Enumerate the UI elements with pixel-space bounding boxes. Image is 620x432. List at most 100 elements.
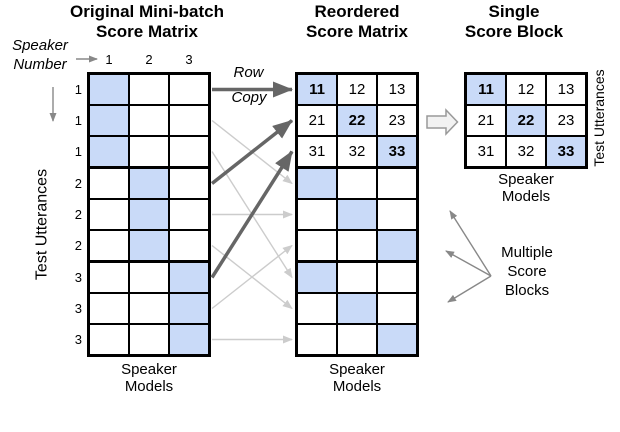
speaker-models-line: Models <box>332 378 382 395</box>
cell: 13 <box>378 75 416 104</box>
test-utterances-label-right: Test Utterances <box>591 69 607 167</box>
matrix-row <box>90 231 208 260</box>
cell <box>170 200 208 229</box>
cell <box>170 106 208 135</box>
cell <box>130 325 168 354</box>
title-line: Score Block <box>464 22 564 41</box>
highlighted-cell <box>170 263 208 292</box>
cell: 31 <box>467 137 505 166</box>
matrix-row <box>90 75 208 104</box>
speaker-models-line: Models <box>124 378 174 395</box>
row-label: 1 <box>74 113 82 128</box>
row-label: 3 <box>74 270 82 285</box>
matrix-row <box>90 169 208 198</box>
cell <box>130 75 168 104</box>
highlighted-cell: 11 <box>298 75 336 104</box>
row-copy-arrow-dark <box>210 119 294 185</box>
cell <box>378 294 416 323</box>
cell <box>90 200 128 229</box>
cell <box>378 263 416 292</box>
multiple-blocks-arrow-up <box>449 210 492 277</box>
test-utterances-label-left: Test Utterances <box>33 168 51 281</box>
highlighted-cell: 33 <box>378 137 416 166</box>
cell <box>298 325 336 354</box>
row-copy-arrow-light <box>211 244 293 310</box>
matrix-row <box>298 231 416 260</box>
cell <box>378 200 416 229</box>
highlighted-cell <box>338 200 376 229</box>
title-reordered-matrix: Reordered Score Matrix <box>287 2 427 42</box>
highlighted-cell: 33 <box>547 137 585 166</box>
cell <box>338 263 376 292</box>
cell <box>338 169 376 198</box>
cell <box>130 294 168 323</box>
multiple-blocks-line: Blocks <box>504 282 550 299</box>
highlighted-cell <box>170 325 208 354</box>
column-header: 1 <box>105 52 113 67</box>
highlighted-cell <box>130 200 168 229</box>
speaker-number-line: Speaker <box>12 37 68 54</box>
speaker-models-line: Speaker <box>121 361 177 378</box>
highlighted-cell <box>90 75 128 104</box>
cell <box>170 75 208 104</box>
speaker-models-label-left: Speaker Models <box>107 361 191 395</box>
matrix-row <box>298 169 416 198</box>
title-line: Score Matrix <box>95 22 199 41</box>
cell <box>90 263 128 292</box>
row-label: 1 <box>74 82 82 97</box>
highlighted-cell <box>170 294 208 323</box>
highlighted-cell <box>130 231 168 260</box>
multiple-blocks-arrow-left <box>445 250 492 277</box>
column-header: 3 <box>185 52 193 67</box>
left-matrix-column-headers: 1 2 3 <box>90 52 208 67</box>
matrix-row <box>298 200 416 229</box>
row-label: 2 <box>74 207 82 222</box>
matrix-row <box>90 294 208 323</box>
title-line: Original Mini-batch <box>70 2 224 21</box>
row-copy-label-line2: Copy <box>231 89 267 106</box>
cell: 23 <box>547 106 585 135</box>
highlighted-cell: 22 <box>338 106 376 135</box>
cell: 23 <box>378 106 416 135</box>
cell <box>338 325 376 354</box>
matrix-row <box>90 263 208 292</box>
title-single-block: Single Score Block <box>444 2 584 42</box>
cell: 12 <box>507 75 545 104</box>
cell <box>170 137 208 166</box>
highlighted-cell <box>298 263 336 292</box>
cell: 12 <box>338 75 376 104</box>
multiple-blocks-arrow-down <box>447 275 492 303</box>
highlighted-cell <box>130 169 168 198</box>
row-copy-arrow-light <box>211 119 293 185</box>
multiple-score-blocks-label: Multiple Score Blocks <box>489 243 565 300</box>
title-line: Single <box>488 2 540 21</box>
row-label: 1 <box>74 144 82 159</box>
cell: 21 <box>467 106 505 135</box>
cell <box>90 169 128 198</box>
matrix-row <box>90 325 208 354</box>
matrix-row <box>90 137 208 166</box>
multiple-blocks-line: Multiple <box>501 244 553 261</box>
block-arrow-icon <box>426 108 459 136</box>
cell <box>90 325 128 354</box>
highlighted-cell <box>378 325 416 354</box>
matrix-row <box>90 200 208 229</box>
column-header: 2 <box>145 52 153 67</box>
matrix-row <box>298 325 416 354</box>
matrix-row <box>90 106 208 135</box>
row-copy-arrow-light <box>211 151 293 279</box>
speaker-models-line: Speaker <box>498 171 554 188</box>
row-copy-arrow-dark <box>210 150 294 279</box>
highlighted-cell <box>90 106 128 135</box>
row-label: 2 <box>74 176 82 191</box>
original-minibatch-score-matrix <box>87 72 211 357</box>
cell <box>130 106 168 135</box>
speaker-models-line: Speaker <box>329 361 385 378</box>
